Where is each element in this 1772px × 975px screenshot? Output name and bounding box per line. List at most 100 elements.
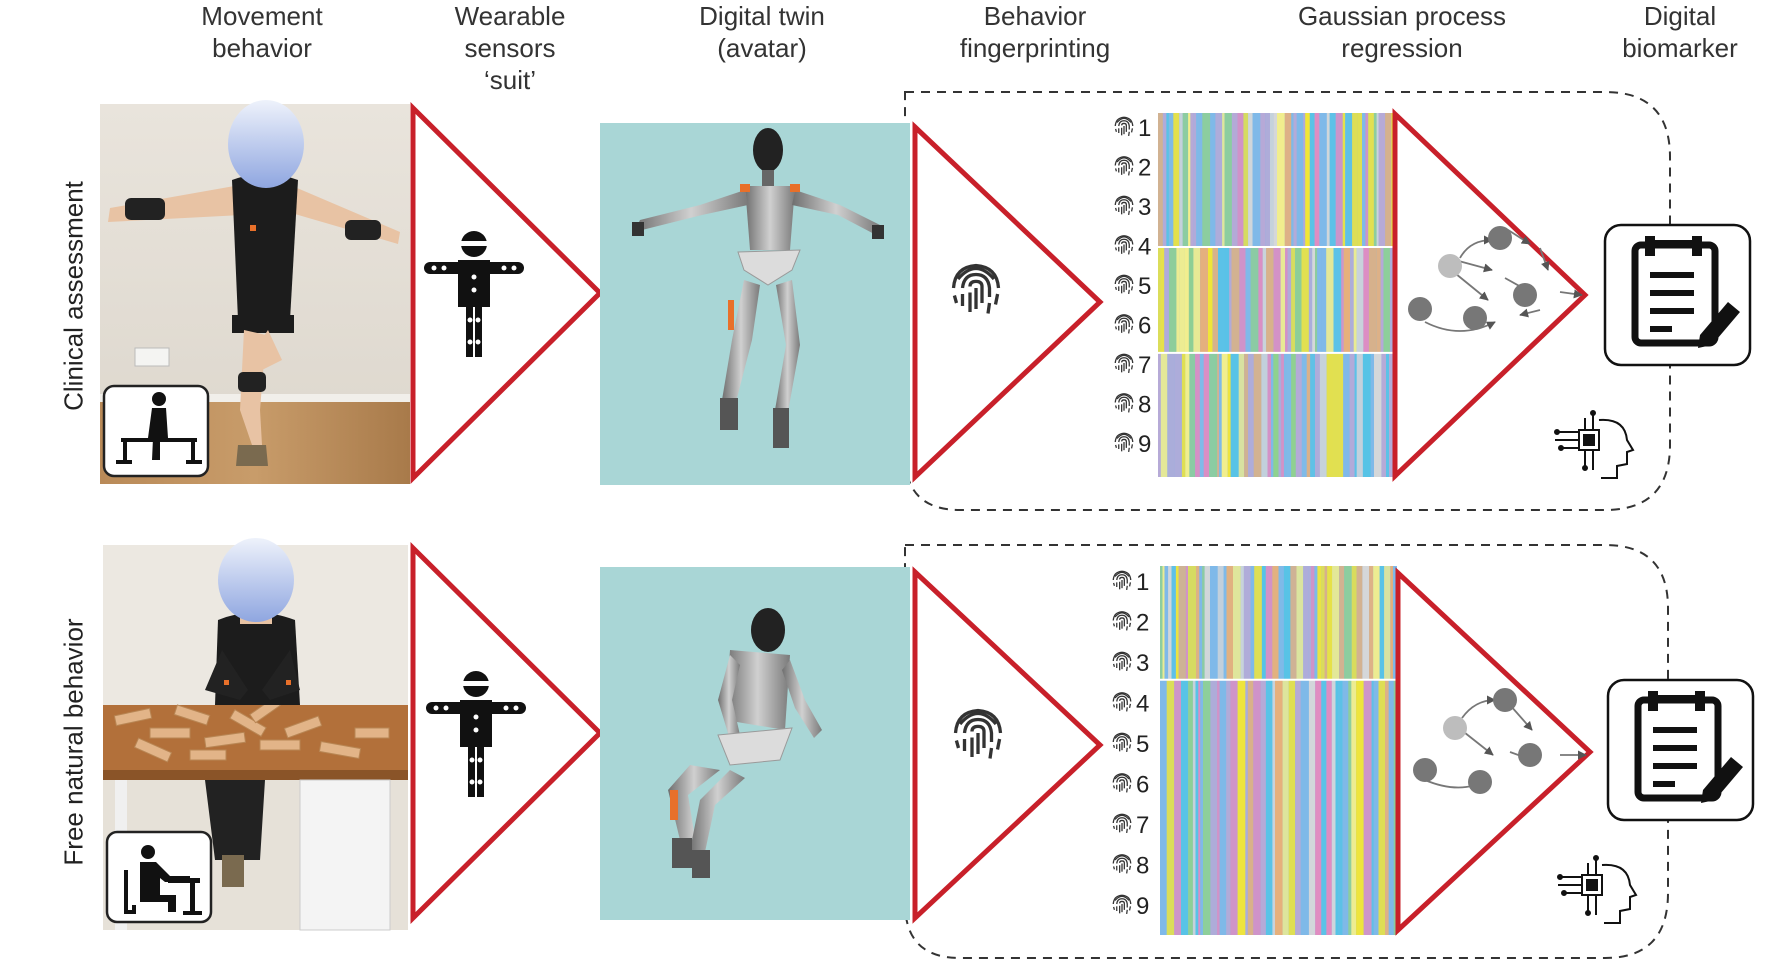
heatmap-stripe xyxy=(1275,679,1283,935)
heatmap-stripe xyxy=(1379,565,1385,680)
heatmap-stripe xyxy=(1345,112,1353,248)
photo-free xyxy=(103,538,408,931)
gpr-triangle-free xyxy=(1395,567,1594,936)
heatmap-stripe xyxy=(1250,247,1259,353)
fingerprint-triangle-free xyxy=(912,566,1104,924)
heatmap-stripe xyxy=(1176,247,1180,353)
heatmap-stripe xyxy=(1295,247,1302,353)
ai-chip-head-icon xyxy=(1554,410,1635,479)
heatmap-stripe xyxy=(1343,352,1350,477)
heatmap-stripe xyxy=(1173,112,1180,248)
heatmap-stripe xyxy=(1171,565,1176,680)
heatmap-stripe xyxy=(1219,352,1222,477)
heatmap-stripe xyxy=(1254,565,1262,680)
heatmap-stripe xyxy=(1371,679,1374,935)
heatmap-stripe xyxy=(1363,247,1369,353)
heatmap-stripe xyxy=(1192,679,1196,935)
column-title-sensors: Wearable sensors ‘suit’ xyxy=(380,0,640,96)
heatmap-stripe xyxy=(1195,679,1199,935)
heatmap-stripe xyxy=(1273,247,1281,353)
heatmap-stripe xyxy=(1332,565,1340,680)
sensor-triangle-free xyxy=(410,542,604,924)
heatmap-stripe xyxy=(1306,352,1311,477)
fingerprint-small-icon xyxy=(1112,570,1132,591)
heatmap-stripe xyxy=(1174,352,1182,477)
heatmap-stripe xyxy=(1365,112,1369,248)
heatmap-stripe xyxy=(1321,247,1327,353)
heatmap-stripe xyxy=(1343,247,1350,353)
heatmap-stripe xyxy=(1356,679,1364,935)
heatmap-stripe xyxy=(1388,679,1394,935)
heatmap-stripe xyxy=(1262,247,1267,353)
heatmap-stripe xyxy=(1295,352,1302,477)
column-title-line: regression xyxy=(1341,33,1463,63)
heatmap-stripe xyxy=(1158,247,1161,353)
heatmap-stripe xyxy=(1374,352,1382,477)
heatmap-stripe xyxy=(1178,565,1186,680)
heatmap-stripe xyxy=(1333,352,1340,477)
column-title-line: Digital twin xyxy=(699,1,825,31)
heatmap-stripe xyxy=(1383,247,1390,353)
heatmap-stripe xyxy=(1385,679,1389,935)
fingerprint-number: 4 xyxy=(1138,234,1151,261)
heatmap-stripe xyxy=(1341,247,1344,353)
heatmap-stripe xyxy=(1204,565,1210,680)
heatmap-stripe xyxy=(1393,679,1397,935)
person-at-desk-icon xyxy=(105,830,213,924)
clipboard-pencil-icon xyxy=(1606,678,1755,822)
heatmap-stripe xyxy=(1362,112,1366,248)
heatmap-stripe xyxy=(1231,112,1238,248)
fingerprint-small-icon xyxy=(1114,314,1134,335)
fingerprint-small-icon xyxy=(1114,353,1134,374)
heatmap-stripe xyxy=(1181,352,1186,477)
fingerprint-number: 2 xyxy=(1138,155,1151,182)
fingerprint-number: 4 xyxy=(1136,691,1149,718)
column-title-line: biomarker xyxy=(1622,33,1738,63)
heatmap-stripe xyxy=(1237,112,1244,248)
heatmap-stripe xyxy=(1245,247,1251,353)
heatmap-stripe xyxy=(1202,565,1205,680)
heatmap-stripe xyxy=(1317,247,1322,353)
heatmap-stripe xyxy=(1357,112,1362,248)
fingerprint-small-icon xyxy=(1114,274,1134,295)
fingerprint-number: 5 xyxy=(1138,273,1151,300)
gpr-triangle-clinical xyxy=(1392,108,1589,482)
fingerprint-number: 5 xyxy=(1136,731,1149,758)
heatmap-stripe xyxy=(1349,352,1355,477)
heatmap-stripe xyxy=(1321,565,1325,680)
heatmap-stripe xyxy=(1303,112,1306,248)
heatmap-stripe xyxy=(1265,565,1273,680)
heatmap-stripe xyxy=(1352,112,1358,248)
heatmap-stripe xyxy=(1338,679,1343,935)
heatmap-stripe xyxy=(1168,112,1174,248)
heatmap-stripe xyxy=(1224,679,1227,935)
heatmap-stripe xyxy=(1271,352,1274,477)
heatmap-stripe xyxy=(1181,679,1189,935)
heatmap-stripe xyxy=(1315,247,1318,353)
heatmap-stripe xyxy=(1217,565,1224,680)
column-title-biomarker: Digital biomarker xyxy=(1550,0,1772,64)
heatmap-stripe xyxy=(1296,112,1304,248)
heatmap-stripe xyxy=(1386,352,1389,477)
heatmap-stripe xyxy=(1380,247,1384,353)
heatmap-stripe xyxy=(1353,247,1357,353)
heatmap-stripe xyxy=(1291,112,1294,248)
heatmap-stripe xyxy=(1196,112,1203,248)
fingerprint-number: 6 xyxy=(1136,772,1149,799)
heatmap-stripe xyxy=(1160,679,1167,935)
fingerprint-number: 9 xyxy=(1138,431,1151,458)
heatmap-stripe xyxy=(1209,352,1216,477)
heatmap-stripe xyxy=(1285,247,1288,353)
fingerprint-small-icon xyxy=(1114,195,1134,216)
fingerprint-number: 9 xyxy=(1136,893,1149,920)
heatmap-stripe xyxy=(1184,247,1189,353)
heatmap-stripe xyxy=(1376,247,1381,353)
heatmap-stripe xyxy=(1252,112,1261,248)
heatmap-stripe xyxy=(1240,565,1244,680)
heatmap-stripe xyxy=(1311,565,1315,680)
heatmap-stripe xyxy=(1238,352,1245,477)
fingerprint-number: 8 xyxy=(1138,392,1151,419)
heatmap-stripe xyxy=(1305,112,1310,248)
